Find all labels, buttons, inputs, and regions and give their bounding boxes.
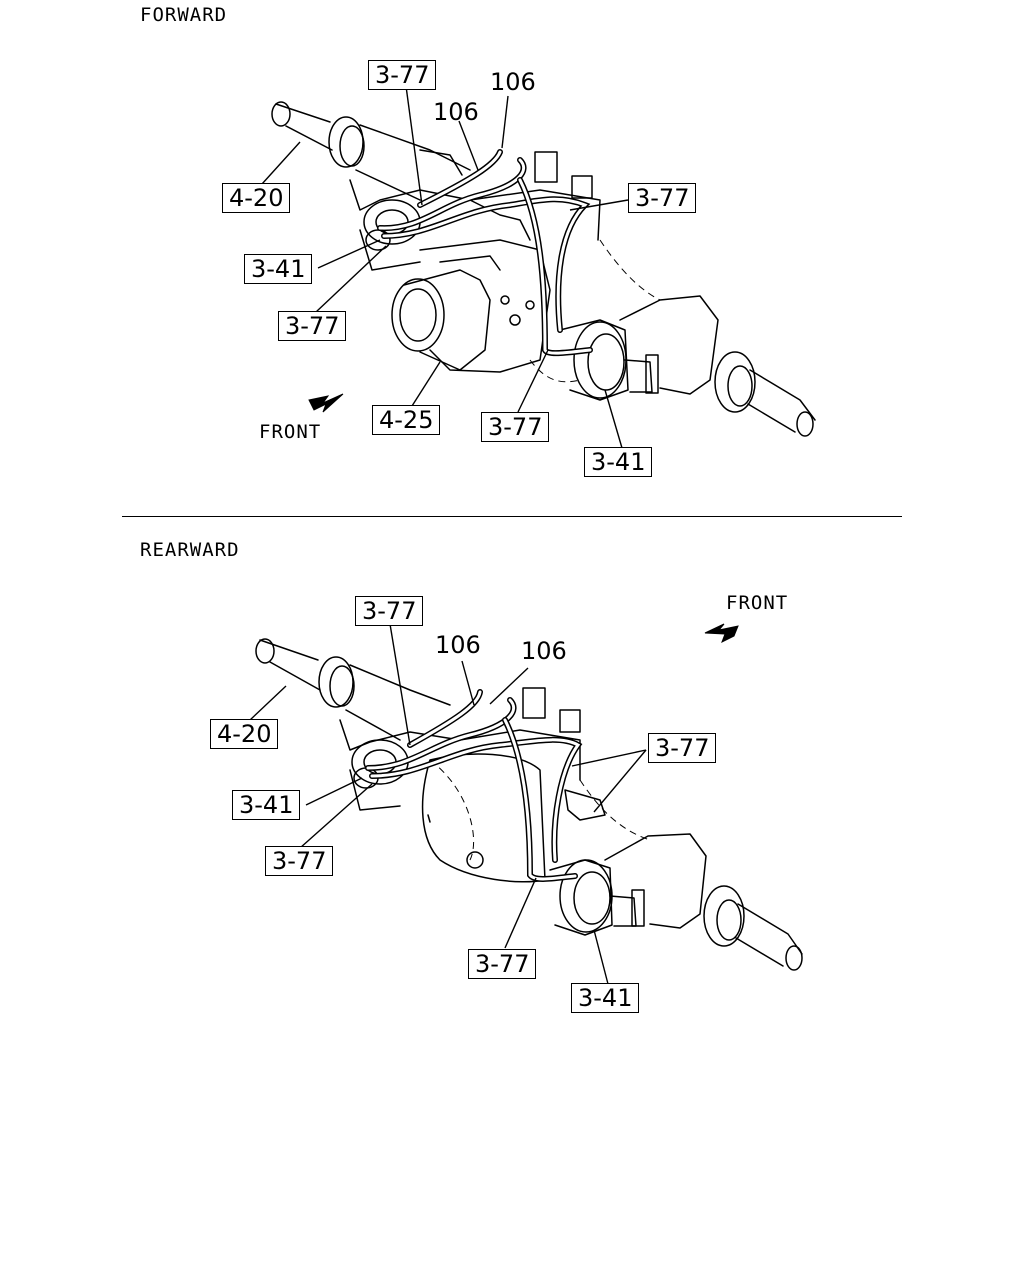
- rearward-callout-3-41-bottom: 3-41: [571, 983, 640, 1013]
- forward-callout-3-41-left: 3-41: [244, 254, 313, 284]
- forward-callout-106-a: 106: [433, 98, 479, 126]
- forward-callout-4-25: 4-25: [372, 405, 441, 435]
- forward-callout-3-41-bottom: 3-41: [584, 447, 653, 477]
- rearward-callout-3-77-bottom: 3-77: [468, 949, 537, 979]
- forward-callout-3-77-left: 3-77: [278, 311, 347, 341]
- forward-front-label: FRONT: [259, 421, 322, 443]
- forward-callout-4-20: 4-20: [222, 183, 291, 213]
- rearward-title: REARWARD: [140, 539, 240, 561]
- forward-callout-3-77-right: 3-77: [628, 183, 697, 213]
- forward-axle-drawing: [261, 85, 816, 449]
- rearward-callout-106-a: 106: [435, 631, 481, 659]
- forward-callout-3-77-top: 3-77: [368, 60, 437, 90]
- rearward-callout-3-77-left: 3-77: [265, 846, 334, 876]
- forward-title: FORWARD: [140, 4, 228, 26]
- forward-callout-106-b: 106: [490, 68, 536, 96]
- rearward-callout-3-77-top: 3-77: [355, 596, 424, 626]
- forward-callout-3-77-bottom: 3-77: [481, 412, 550, 442]
- rearward-front-label: FRONT: [726, 592, 789, 614]
- rearward-callout-4-20: 4-20: [210, 719, 279, 749]
- rearward-callout-106-b: 106: [521, 637, 567, 665]
- rearward-axle-drawing: [249, 623, 803, 985]
- section-divider: [122, 516, 902, 517]
- rearward-callout-3-41-left: 3-41: [232, 790, 301, 820]
- rearward-callout-3-77-right: 3-77: [648, 733, 717, 763]
